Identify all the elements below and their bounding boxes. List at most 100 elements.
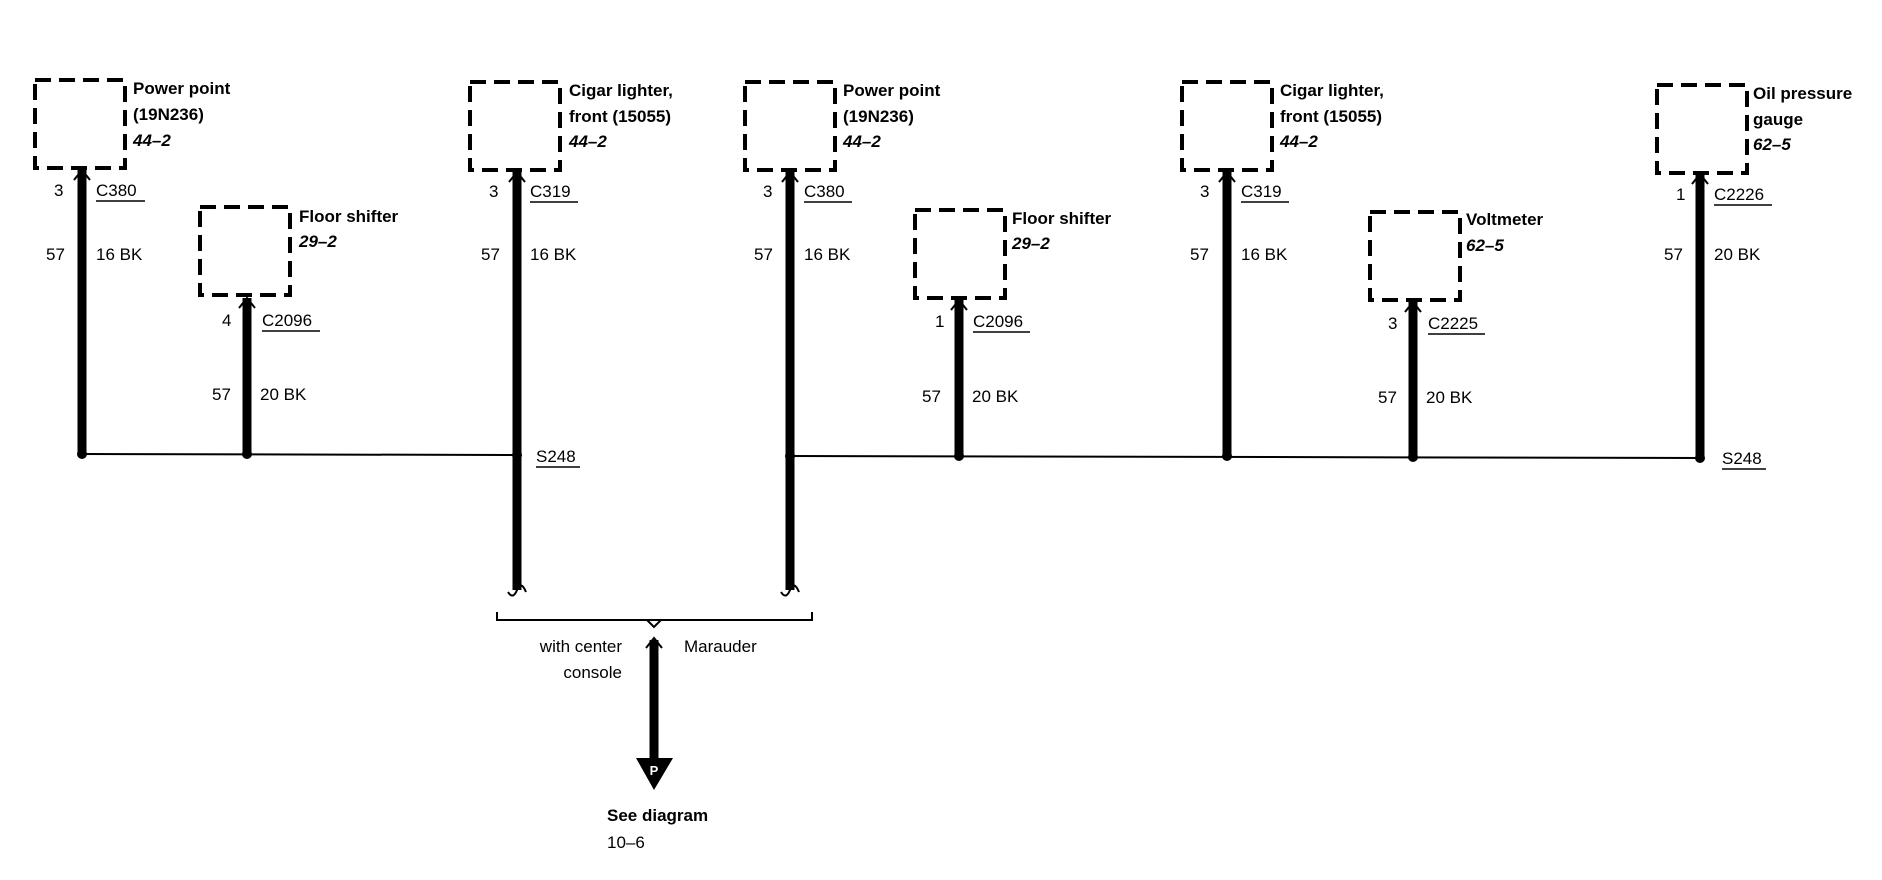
connector-pin: 1 [1676, 185, 1685, 204]
component-voltmeter: Voltmeter 62–5 [1368, 210, 1544, 302]
component-floor-shifter-2: Floor shifter 29–2 [913, 208, 1112, 300]
circuit-number: 57 [1664, 245, 1683, 264]
component-name: Floor shifter [299, 207, 399, 226]
wire-spec: 16 BK [1241, 245, 1288, 264]
circuit-oil-pressure-gauge: 1 C2226 57 20 BK [1664, 172, 1772, 458]
connector-pin: 3 [54, 181, 63, 200]
connector-id: C2226 [1714, 185, 1764, 204]
option-right: Marauder [684, 637, 757, 656]
component-part-number: front (15055) [1280, 107, 1382, 126]
circuit-number: 57 [1190, 245, 1209, 264]
splice-dot [954, 451, 964, 461]
connector-id: C380 [96, 181, 137, 200]
component-ref: 44–2 [568, 132, 607, 151]
component-box [198, 205, 292, 297]
component-name: Power point [133, 79, 231, 98]
component-cigar-lighter-1: Cigar lighter, front (15055) 44–2 [468, 80, 673, 172]
wire-spec: 20 BK [1714, 245, 1761, 264]
component-box [33, 78, 127, 170]
connector-id: C319 [530, 182, 571, 201]
component-name: Power point [843, 81, 941, 100]
wire-spec: 16 BK [96, 245, 143, 264]
circuit-power-point-1: 3 C380 57 16 BK [46, 168, 145, 454]
component-part-number: front (15055) [569, 107, 671, 126]
wire-spec: 16 BK [804, 245, 851, 264]
wire-spec: 20 BK [260, 385, 307, 404]
connector-pin: 1 [935, 312, 944, 331]
connector-id: C2096 [973, 312, 1023, 331]
circuit-voltmeter: 3 C2225 57 20 BK [1378, 300, 1485, 456]
component-ref: 44–2 [132, 131, 171, 150]
component-ref: 29–2 [1011, 234, 1050, 253]
component-oil-pressure-gauge: Oil pressure gauge 62–5 [1655, 83, 1852, 175]
bracket-line [496, 612, 813, 621]
circuit-cigar-lighter-1: 3 C319 57 16 BK [481, 170, 578, 597]
connector-id: C2096 [262, 311, 312, 330]
circuit-power-point-2: 3 C380 57 16 BK [754, 170, 852, 597]
connector-pin: 3 [489, 182, 498, 201]
splice-dot [512, 450, 522, 460]
bracket-tick [646, 619, 662, 629]
bus-line [81, 453, 518, 456]
component-box [1655, 83, 1749, 175]
component-power-point-1: Power point (19N236) 44–2 [33, 78, 231, 170]
connector-id: C319 [1241, 182, 1282, 201]
component-box [468, 80, 562, 172]
ground-reference: P See diagram 10–6 [607, 636, 708, 852]
component-box [743, 80, 837, 172]
see-diagram-ref: 10–6 [607, 833, 645, 852]
bus-line [789, 455, 1701, 459]
circuit-number: 57 [754, 245, 773, 264]
wire-break-symbol [780, 584, 800, 597]
circuit-number: 57 [922, 387, 941, 406]
option-bracket: with center console Marauder [496, 612, 813, 682]
wire-break-symbol [507, 584, 527, 597]
connector-id: C380 [804, 182, 845, 201]
component-ref: 29–2 [298, 232, 337, 251]
circuit-number: 57 [46, 245, 65, 264]
circuit-number: 57 [1378, 388, 1397, 407]
circuit-number: 57 [212, 385, 231, 404]
component-ref: 62–5 [1466, 236, 1504, 255]
component-box [913, 208, 1007, 300]
splice-dot [1695, 453, 1705, 463]
circuit-floor-shifter-2: 1 C2096 57 20 BK [922, 298, 1030, 456]
ground-arrow [636, 758, 673, 790]
splice-dot [1408, 452, 1418, 462]
connector-pin: 3 [763, 182, 772, 201]
component-name: Oil pressure [1753, 84, 1852, 103]
wire-spec: 20 BK [972, 387, 1019, 406]
option-left-line2: console [563, 663, 622, 682]
splice-dot [242, 449, 252, 459]
splice-dot [1222, 451, 1232, 461]
splice-dot [77, 449, 87, 459]
circuit-number: 57 [481, 245, 500, 264]
component-cigar-lighter-2: Cigar lighter, front (15055) 44–2 [1180, 80, 1384, 172]
connector-pin: 4 [222, 311, 231, 330]
component-box [1180, 80, 1274, 172]
connector-pin: 3 [1200, 182, 1209, 201]
wire-spec: 20 BK [1426, 388, 1473, 407]
ground-bus-right: S248 [785, 449, 1766, 470]
circuit-cigar-lighter-2: 3 C319 57 16 BK [1190, 170, 1289, 456]
ground-symbol-letter: P [650, 763, 659, 778]
connector-id: C2225 [1428, 314, 1478, 333]
splice-dot [785, 451, 795, 461]
connector-pin: 3 [1388, 314, 1397, 333]
splice-label: S248 [536, 447, 576, 466]
component-part-number: (19N236) [843, 107, 914, 126]
option-left-line1: with center [539, 637, 623, 656]
component-box [1368, 210, 1462, 302]
component-name-line2: gauge [1753, 110, 1803, 129]
connector-symbol [645, 636, 663, 649]
wire-spec: 16 BK [530, 245, 577, 264]
component-ref: 44–2 [842, 132, 881, 151]
circuit-floor-shifter-1: 4 C2096 57 20 BK [212, 296, 320, 454]
component-name: Floor shifter [1012, 209, 1112, 228]
component-ref: 62–5 [1753, 135, 1791, 154]
component-part-number: (19N236) [133, 105, 204, 124]
see-diagram-label: See diagram [607, 806, 708, 825]
component-floor-shifter-1: Floor shifter 29–2 [198, 205, 399, 297]
component-name: Cigar lighter, [1280, 81, 1384, 100]
